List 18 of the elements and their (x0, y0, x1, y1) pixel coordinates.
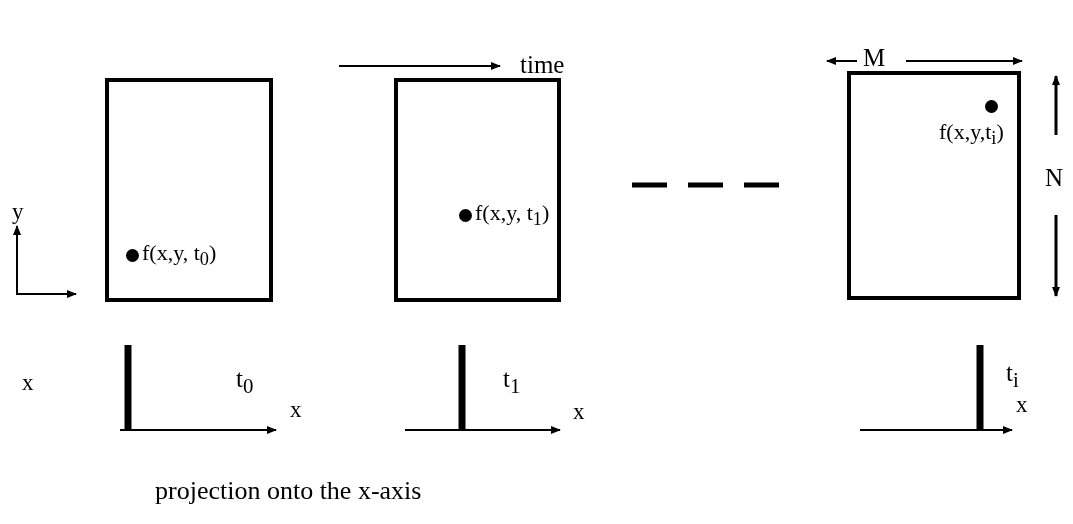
time-label: t$_{i}$ (1006, 360, 1019, 391)
axis-label: x (290, 398, 302, 421)
point-label: f(x,y, t$_{1}$) (475, 202, 550, 229)
axis-label: x (573, 400, 585, 423)
time-label: t$_{1}$ (503, 366, 521, 397)
frame-box (105, 78, 273, 302)
height-label: N (1045, 165, 1064, 190)
caption: projection onto the x-axis (155, 478, 422, 504)
axis-label: y (12, 200, 24, 223)
time-label: t$_{0}$ (236, 366, 254, 397)
point-label: f(x,y, t$_{0}$) (142, 242, 217, 269)
time-label: time (520, 52, 565, 77)
frame-box (847, 71, 1021, 300)
width-label: M (863, 45, 886, 70)
point-label: f(x,y,t$_{i}$) (939, 121, 1004, 148)
axis-label: x (1016, 393, 1028, 416)
axis-label: x (22, 371, 34, 394)
frame-box (394, 78, 561, 302)
